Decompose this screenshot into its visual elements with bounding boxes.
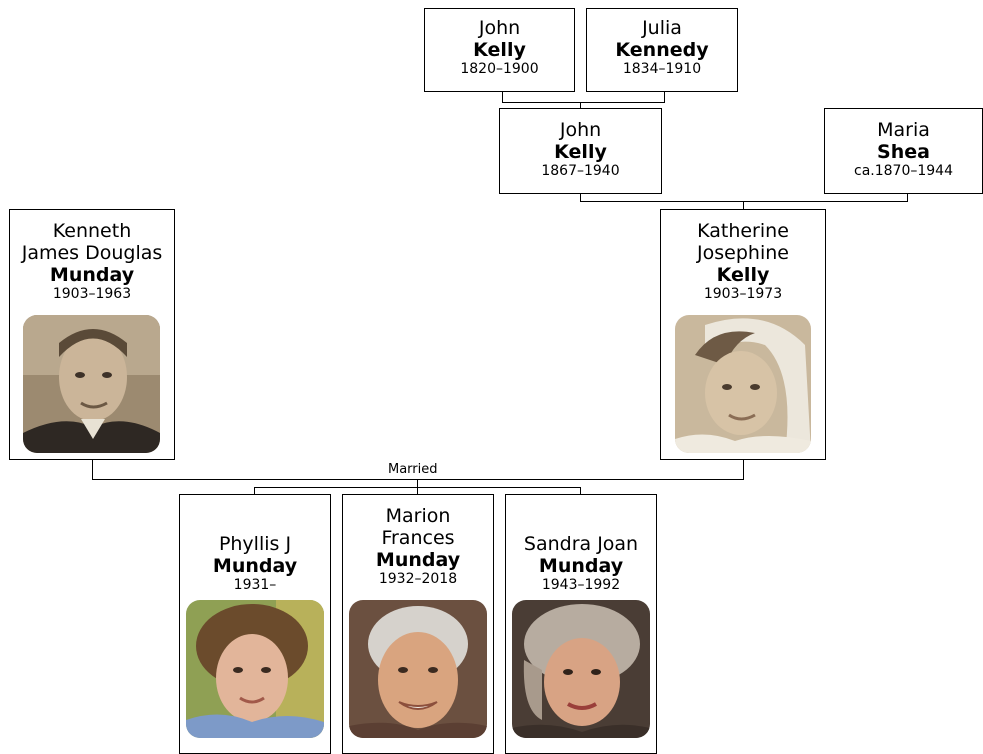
connector-line bbox=[743, 459, 744, 480]
given-name: Frances bbox=[381, 527, 455, 549]
connector-line bbox=[417, 479, 418, 487]
surname: Munday bbox=[212, 555, 298, 577]
given-name: John bbox=[559, 119, 602, 141]
person-card-phyllis-munday[interactable]: Phyllis J Munday 1931– bbox=[179, 494, 331, 754]
surname: Shea bbox=[877, 141, 930, 163]
connector-line bbox=[92, 479, 744, 480]
person-card-maria-shea[interactable]: Maria Shea ca.1870–1944 bbox=[824, 108, 983, 194]
surname: Kennedy bbox=[615, 39, 709, 61]
life-dates: 1903–1963 bbox=[52, 286, 132, 302]
person-card-john-kelly-1867[interactable]: John Kelly 1867–1940 bbox=[499, 108, 662, 194]
life-dates: ca.1870–1944 bbox=[854, 163, 953, 179]
connector-line bbox=[580, 193, 581, 202]
given-name: John bbox=[478, 17, 521, 39]
connector-line bbox=[580, 201, 908, 202]
connector-line bbox=[502, 91, 503, 103]
person-card-julia-kennedy[interactable]: Julia Kennedy 1834–1910 bbox=[586, 8, 738, 92]
life-dates: 1903–1973 bbox=[703, 286, 783, 302]
person-card-kenneth-munday[interactable]: Kenneth James Douglas Munday 1903–1963 bbox=[9, 209, 175, 460]
given-name: Maria bbox=[877, 119, 930, 141]
portrait-photo bbox=[23, 315, 160, 453]
given-name: Marion bbox=[385, 505, 451, 527]
given-name: Katherine bbox=[697, 220, 789, 242]
surname: Munday bbox=[538, 555, 624, 577]
portrait-photo bbox=[512, 600, 650, 738]
given-name: Josephine bbox=[697, 242, 789, 264]
person-card-sandra-munday[interactable]: Sandra Joan Munday 1943–1992 bbox=[505, 494, 657, 754]
surname: Munday bbox=[49, 264, 135, 286]
life-dates: 1943–1992 bbox=[541, 577, 621, 593]
given-name: Phyllis J bbox=[218, 533, 292, 555]
given-name: Sandra Joan bbox=[523, 533, 639, 555]
given-name: Julia bbox=[642, 17, 682, 39]
connector-line bbox=[580, 102, 581, 109]
surname: Munday bbox=[375, 549, 461, 571]
surname: Kelly bbox=[473, 39, 526, 61]
portrait-photo bbox=[675, 315, 811, 453]
life-dates: 1931– bbox=[233, 577, 277, 593]
life-dates: 1820–1900 bbox=[460, 61, 539, 77]
portrait-photo bbox=[349, 600, 487, 738]
life-dates: 1834–1910 bbox=[622, 61, 702, 77]
surname: Kelly bbox=[716, 264, 770, 286]
given-name: Kenneth bbox=[52, 220, 132, 242]
person-card-john-kelly-1820[interactable]: John Kelly 1820–1900 bbox=[424, 8, 575, 92]
connector-line bbox=[743, 201, 744, 210]
connector-line bbox=[502, 102, 665, 103]
connector-line bbox=[907, 193, 908, 202]
life-dates: 1867–1940 bbox=[541, 163, 620, 179]
surname: Kelly bbox=[554, 141, 607, 163]
connector-line bbox=[92, 459, 93, 480]
given-name: James Douglas bbox=[21, 242, 163, 264]
connector-line bbox=[254, 487, 255, 495]
connector-line bbox=[580, 487, 581, 495]
married-label: Married bbox=[388, 462, 438, 477]
portrait-photo bbox=[186, 600, 324, 738]
life-dates: 1932–2018 bbox=[378, 571, 458, 587]
connector-line bbox=[417, 487, 418, 495]
person-card-marion-munday[interactable]: Marion Frances Munday 1932–2018 bbox=[342, 494, 494, 754]
person-card-katherine-kelly[interactable]: Katherine Josephine Kelly 1903–1973 bbox=[660, 209, 826, 460]
connector-line bbox=[664, 91, 665, 103]
